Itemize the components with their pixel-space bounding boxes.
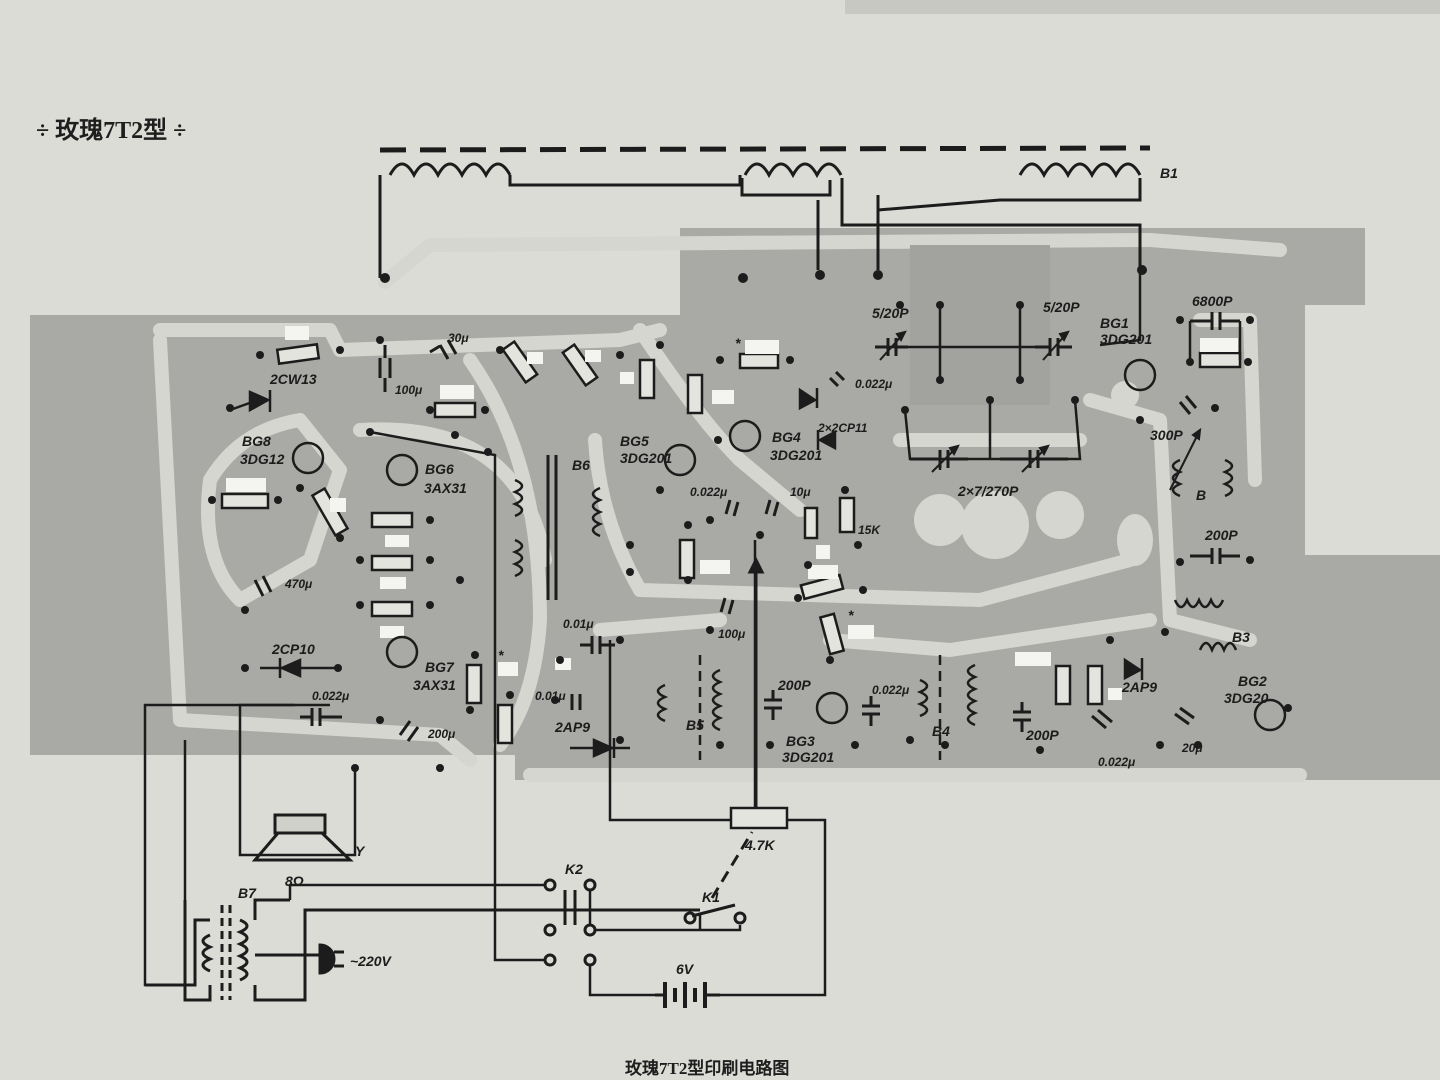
mains-label: ~220V: [350, 953, 393, 969]
switch-k1[interactable]: [683, 831, 754, 925]
white-patches: [226, 326, 1238, 700]
k2-label: K2: [565, 861, 583, 877]
cap-200u: 200μ: [427, 727, 456, 741]
page-title: ÷ 玫瑰7T2型 ÷: [36, 116, 186, 144]
pot-4-7k-label: 4.7K: [744, 837, 775, 853]
d-2ap9-right-label: 2AP9: [1121, 679, 1157, 695]
cap-100u-mid: 100μ: [718, 627, 746, 641]
cap-0022u-left: 0.022μ: [312, 689, 350, 703]
page-caption: 玫瑰7T2型印刷电路图: [625, 1058, 789, 1078]
bg3-label: BG3: [786, 733, 815, 749]
speaker-impedance: 8Ω: [285, 873, 304, 889]
d-2ap9-left-label: 2AP9: [554, 719, 590, 735]
cap-20u: 20μ: [1181, 741, 1203, 755]
cap-0022u-bg5: 0.022μ: [690, 485, 728, 499]
bg8-label: BG8: [242, 433, 271, 449]
pcb-pads-light: [910, 245, 1153, 566]
bg1-type: 3DG201: [1100, 331, 1152, 347]
cap-0022u-top: 0.022μ: [855, 377, 893, 391]
bg5-type: 3DG201: [620, 450, 672, 466]
bg4-type: 3DG201: [770, 447, 822, 463]
schematic-lines: [143, 270, 1242, 997]
cap-100u-left: 100μ: [395, 383, 423, 397]
battery-label: 6V: [676, 961, 695, 977]
bg6-type: 3AX31: [424, 480, 467, 496]
cap-200p-right: 200P: [1204, 527, 1238, 543]
speaker: [251, 813, 354, 862]
transistors: [291, 358, 1287, 732]
cap-300p: 300P: [1150, 427, 1183, 443]
speaker-ref: Y: [355, 843, 366, 859]
power-transformer: [145, 898, 700, 1002]
pcb-traces: [153, 233, 1307, 782]
cap-2x7-270p: 2×7/270P: [957, 483, 1019, 499]
bg1-label: BG1: [1100, 315, 1129, 331]
star-mark: *: [735, 335, 741, 351]
cap-200p-mid: 200P: [777, 677, 811, 693]
solder-pads: [208, 265, 1292, 772]
cap-200p-bottom: 200P: [1025, 727, 1059, 743]
cap-10u: 10μ: [790, 485, 811, 499]
board-corner: [1290, 230, 1360, 290]
k1-label: K1: [702, 889, 720, 905]
d-2x2cp11-label: 2×2CP11: [817, 421, 868, 435]
cap-6800p: 6800P: [1192, 293, 1233, 309]
bg7-label: BG7: [425, 659, 455, 675]
bg2-type: 3DG20: [1224, 690, 1269, 706]
coils: [511, 455, 1238, 760]
cap-5-20p-right: 5/20P: [1043, 299, 1080, 315]
pot-4-7k[interactable]: [747, 556, 765, 808]
cap-001u-top: 0.01μ: [563, 617, 594, 631]
battery: [655, 982, 720, 1008]
diodes: [248, 387, 1144, 758]
bg8-type: 3DG12: [240, 451, 285, 467]
bg3-type: 3DG201: [782, 749, 834, 765]
mains-plug: [318, 943, 344, 975]
res-15k: 15K: [858, 523, 881, 537]
component-labels: BG8 3DG12 BG6 3AX31 BG7 3AX31 BG5 3DG201…: [238, 293, 1269, 901]
d-2cw13-label: 2CW13: [269, 371, 317, 387]
b5-label: B5: [686, 717, 704, 733]
b6-label: B6: [572, 457, 590, 473]
switch-k2[interactable]: [543, 878, 600, 967]
bg2-label: BG2: [1238, 673, 1267, 689]
b7-label: B7: [238, 885, 257, 901]
b1-label: B1: [1160, 165, 1178, 181]
star-mark: *: [498, 647, 504, 663]
b3-label: B3: [1232, 629, 1250, 645]
bg7-type: 3AX31: [413, 677, 456, 693]
cap-001u-bottom: 0.01μ: [535, 689, 566, 703]
cap-30u: 30μ: [448, 331, 469, 345]
bg6-label: BG6: [425, 461, 454, 477]
cap-0022u-bg3: 0.022μ: [872, 683, 910, 697]
cap-0022u-right: 0.022μ: [1098, 755, 1136, 769]
bg4-label: BG4: [772, 429, 801, 445]
b1-antenna-coil: [378, 145, 1151, 278]
cap-5-20p-left: 5/20P: [872, 305, 909, 321]
cap-470u: 470μ: [284, 577, 313, 591]
page-edge: [845, 0, 1440, 14]
star-mark: *: [848, 607, 854, 623]
resistors: [220, 339, 1242, 830]
b4-label: B4: [932, 723, 950, 739]
d-2cp10-label: 2CP10: [271, 641, 315, 657]
bg5-label: BG5: [620, 433, 649, 449]
b-label: B: [1196, 487, 1206, 503]
